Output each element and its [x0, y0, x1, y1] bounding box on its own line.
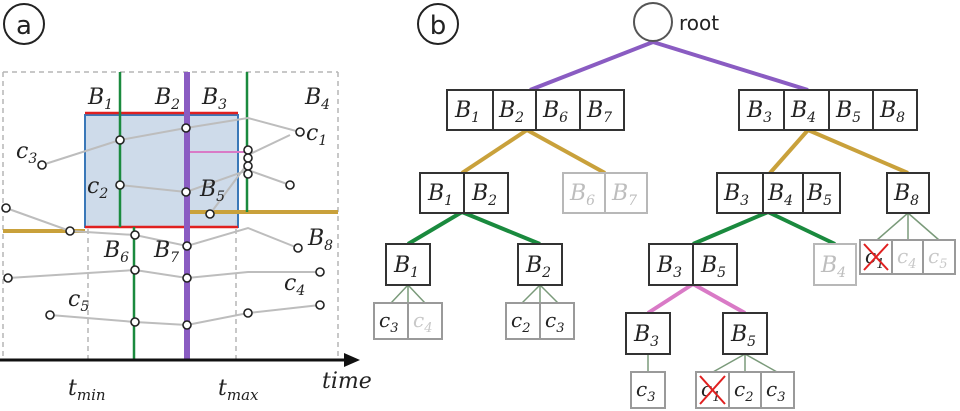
node-l3-b3b5: B3 B5 [648, 243, 738, 286]
svg-text:B7: B7 [153, 238, 179, 266]
svg-text:B2: B2 [525, 253, 551, 281]
svg-text:c4: c4 [284, 271, 305, 299]
panel-a-badge-label: a [16, 11, 32, 41]
node-l3-b2: B2 [517, 243, 563, 286]
tmax-label: tmax [218, 376, 259, 404]
svg-text:B8: B8 [307, 226, 333, 254]
svg-text:B2: B2 [498, 98, 524, 126]
tmin-label: tmin [68, 376, 106, 404]
node-l4-b3: B3 [625, 312, 671, 355]
leaf-c3-c4: c3 c4 [373, 302, 443, 340]
svg-text:B3: B3 [201, 85, 227, 113]
root-label: root [679, 11, 719, 35]
node-l3-b1: B1 [385, 243, 431, 286]
cross-icon [863, 243, 889, 271]
panel-b: b [373, 2, 956, 409]
leaf-c2-c3: c2 c3 [505, 302, 575, 340]
tree-edges [406, 40, 909, 315]
node-l1-left: B1 B2 B6 B7 [446, 89, 625, 131]
svg-text:c1: c1 [306, 121, 327, 149]
svg-text:B4: B4 [767, 181, 793, 209]
node-l2-b3b4b5: B3 B4 B5 [716, 172, 841, 214]
node-l1-right: B3 B4 B5 B8 [738, 89, 918, 131]
node-l2-b6b7: B6 B7 [562, 172, 648, 214]
panel-b-badge-label: b [430, 11, 447, 41]
leaf-c1-c4-c5: c1 c4 c5 [859, 239, 956, 275]
node-l4-b5: B5 [722, 312, 768, 355]
svg-text:B2: B2 [154, 85, 180, 113]
query-region [84, 114, 239, 228]
node-l2-b8: B8 [886, 172, 930, 214]
dashed-grid [2, 71, 339, 360]
node-l2-b1b2: B1 B2 [419, 172, 509, 214]
sample-points [1, 123, 325, 330]
svg-text:B5: B5 [199, 177, 225, 205]
panel-b-badge [417, 3, 459, 45]
leaf-c1-c2-c3: c1 c2 c3 [695, 371, 795, 409]
svg-text:B2: B2 [471, 181, 497, 209]
curve-labels: c1 c2 c3 c4 c5 [16, 121, 327, 315]
svg-text:c5: c5 [68, 287, 89, 315]
leaf-c3: c3 [630, 371, 666, 409]
svg-text:c2: c2 [87, 174, 108, 202]
time-axis-arrow-icon [344, 353, 360, 367]
svg-text:B4: B4 [790, 98, 816, 126]
svg-text:c3: c3 [16, 139, 37, 167]
svg-text:B6: B6 [103, 238, 129, 266]
panel-a: a [0, 3, 372, 404]
cross-icon [699, 375, 726, 405]
svg-text:B1: B1 [87, 85, 113, 113]
root-node [633, 2, 673, 42]
node-l3-b4: B4 [813, 243, 857, 286]
leaf-edges [390, 212, 940, 373]
box-labels: B1 B2 B3 B4 B5 B6 B7 B8 [87, 85, 333, 266]
panel-a-badge [3, 3, 45, 45]
time-axis-label: time [322, 369, 372, 394]
svg-text:B4: B4 [304, 85, 330, 113]
